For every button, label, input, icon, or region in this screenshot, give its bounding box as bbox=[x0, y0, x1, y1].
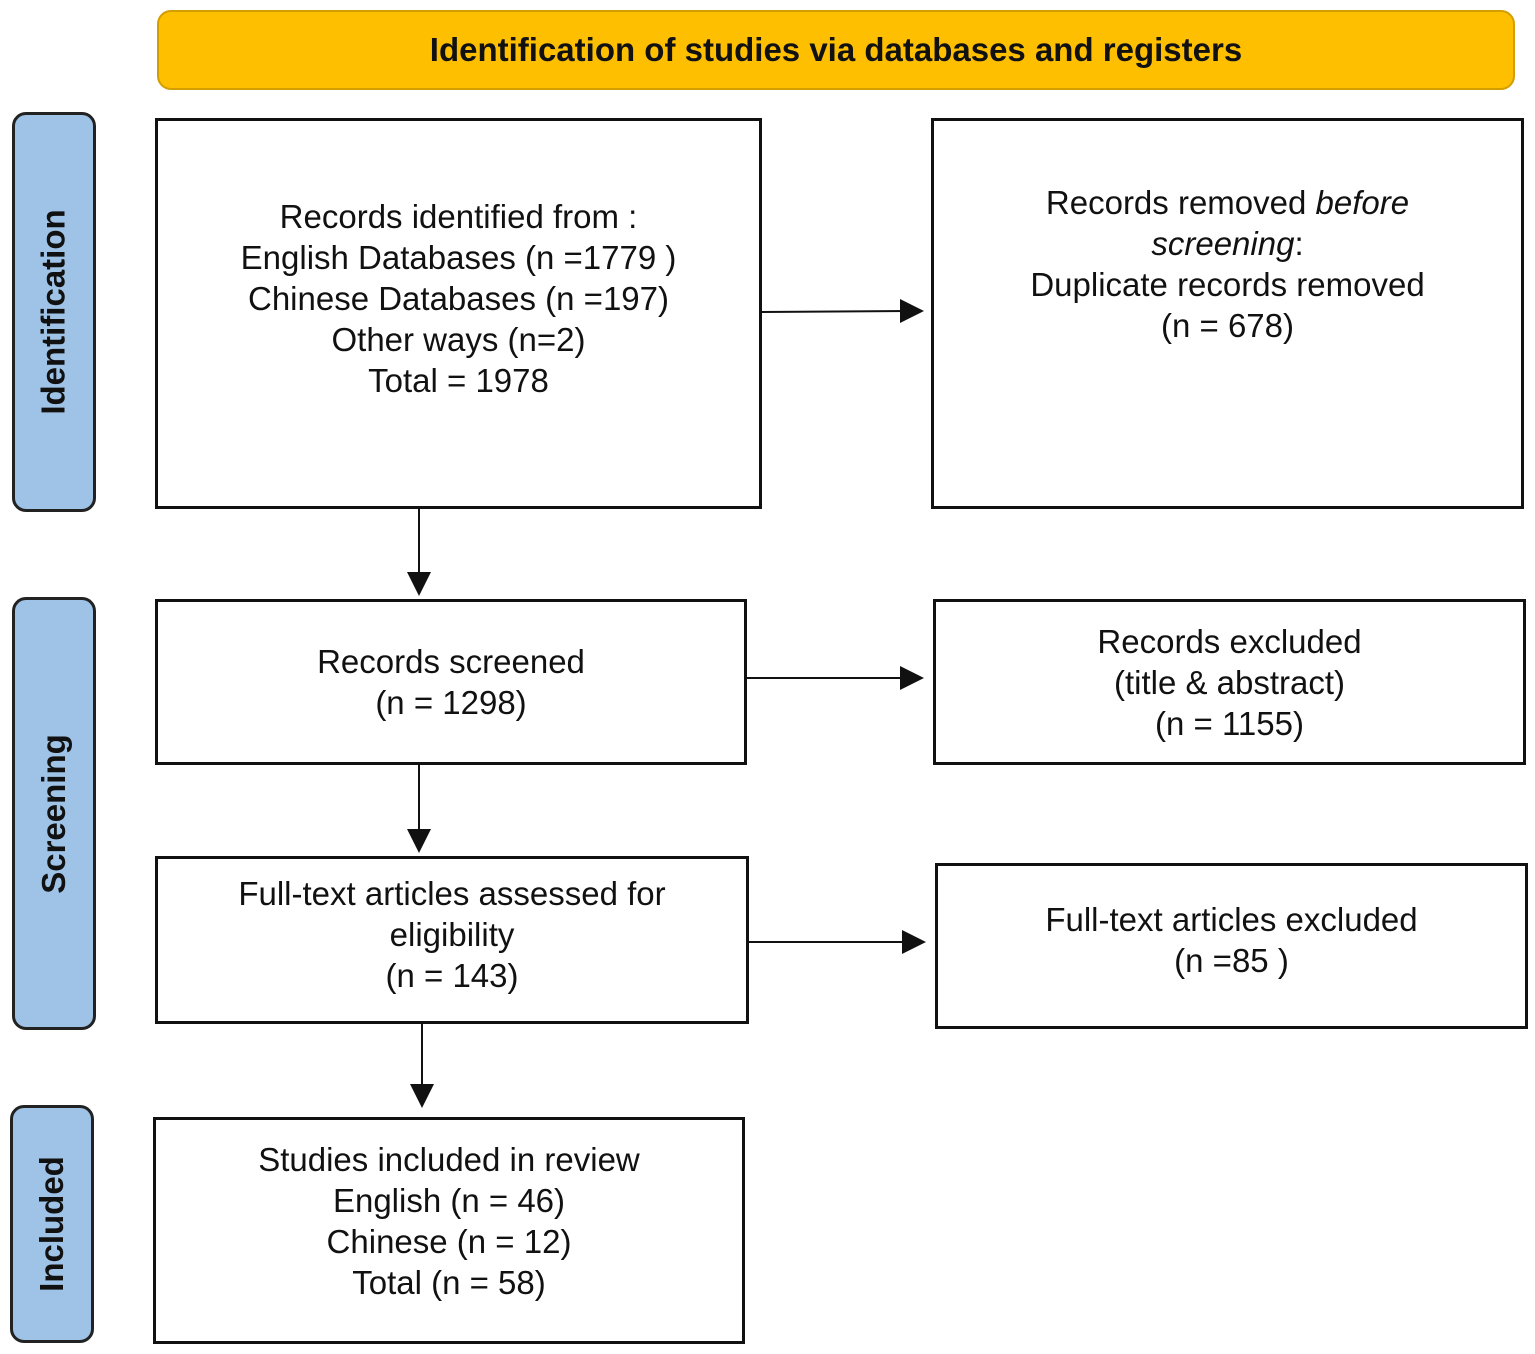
records-identified-line4: Other ways (n=2) bbox=[331, 321, 586, 358]
arrow-identified-to-removed bbox=[761, 310, 911, 313]
records-excluded-line1: Records excluded bbox=[1097, 622, 1362, 660]
records-identified-line1: Records identified from : bbox=[279, 198, 638, 235]
records-screened-box: Records screened (n = 1298) bbox=[155, 599, 747, 765]
studies-included-line3: Chinese (n = 12) bbox=[326, 1222, 572, 1260]
arrowhead-studies-included bbox=[410, 1084, 434, 1108]
header-title: Identification of studies via databases … bbox=[429, 31, 1243, 68]
header-banner: Identification of studies via databases … bbox=[157, 10, 1515, 90]
fulltext-excluded-line1: Full-text articles excluded bbox=[1045, 901, 1418, 938]
records-removed-box: Records removed before screening: Duplic… bbox=[931, 118, 1524, 509]
fulltext-assessed-line2: eligibility bbox=[389, 915, 515, 953]
arrowhead-fulltext-assessed bbox=[407, 829, 431, 853]
records-identified-line5: Total = 1978 bbox=[368, 362, 549, 399]
fulltext-assessed-line3: (n = 143) bbox=[385, 956, 519, 994]
fulltext-assessed-box: Full-text articles assessed for eligibil… bbox=[155, 856, 749, 1024]
arrowhead-screened bbox=[407, 572, 431, 596]
records-removed-line1: Records removed before bbox=[1045, 183, 1410, 221]
fulltext-excluded-box: Full-text articles excluded (n =85 ) bbox=[935, 863, 1528, 1029]
arrowhead-records-excluded bbox=[900, 666, 924, 690]
records-identified-box: Records identified from : English Databa… bbox=[155, 118, 762, 509]
records-removed-line4: (n = 678) bbox=[1161, 306, 1294, 344]
records-identified-line2: English Databases (n =1779 ) bbox=[240, 239, 677, 276]
arrowhead-fulltext-excluded bbox=[902, 930, 926, 954]
records-identified-line3: Chinese Databases (n =197) bbox=[247, 280, 669, 317]
studies-included-line1: Studies included in review bbox=[258, 1140, 640, 1178]
fulltext-excluded-line2: (n =85 ) bbox=[1174, 942, 1289, 979]
studies-included-box: Studies included in review English (n = … bbox=[153, 1117, 745, 1344]
records-excluded-line2: (title & abstract) bbox=[1113, 663, 1346, 701]
records-removed-line2: screening: bbox=[1151, 224, 1304, 262]
phase-screening: Screening bbox=[12, 597, 96, 1030]
arrowhead-removed bbox=[900, 299, 924, 323]
records-screened-line2: (n = 1298) bbox=[375, 684, 527, 721]
fulltext-assessed-line1: Full-text articles assessed for bbox=[238, 874, 666, 912]
studies-included-line2: English (n = 46) bbox=[332, 1181, 566, 1219]
studies-included-line4: Total (n = 58) bbox=[352, 1263, 546, 1301]
phase-included: Included bbox=[10, 1105, 94, 1343]
records-excluded-box: Records excluded (title & abstract) (n =… bbox=[933, 599, 1526, 765]
phase-identification: Identification bbox=[12, 112, 96, 512]
records-screened-line1: Records screened bbox=[317, 643, 585, 680]
records-excluded-line3: (n = 1155) bbox=[1155, 704, 1304, 742]
records-removed-line3: Duplicate records removed bbox=[1030, 265, 1425, 303]
